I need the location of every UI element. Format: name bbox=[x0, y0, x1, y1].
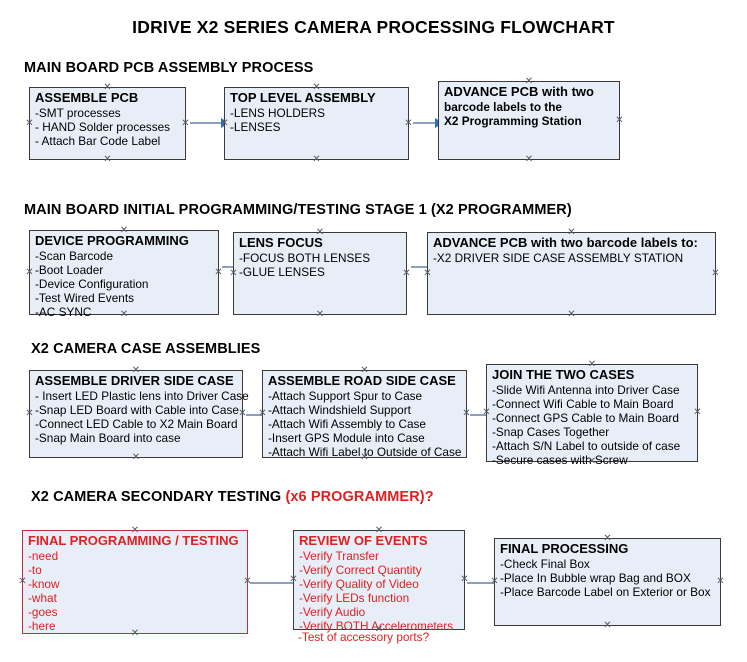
node-title: JOIN THE TWO CASES bbox=[492, 367, 635, 382]
node-line: -X2 DRIVER SIDE CASE ASSEMBLY STATION bbox=[433, 250, 684, 265]
node-top-level-assembly[interactable]: TOP LEVEL ASSEMBLY -LENS HOLDERS -LENSES… bbox=[220, 83, 412, 165]
node-line: -SMT processes bbox=[35, 105, 121, 120]
node-line: X2 Programming Station bbox=[444, 113, 582, 128]
node-title: TOP LEVEL ASSEMBLY bbox=[230, 90, 376, 105]
node-line: -Connect LED Cable to X2 Main Board bbox=[35, 416, 238, 431]
node-line: -need bbox=[28, 548, 59, 563]
resize-handle-left[interactable]: ✕ bbox=[25, 266, 34, 278]
node-line: -know bbox=[28, 576, 60, 591]
node-line: -Attach Wifi Label to Outside of Case bbox=[268, 444, 462, 459]
node-title: FINAL PROGRAMMING / TESTING bbox=[28, 533, 239, 548]
node-line: -Insert GPS Module into Case bbox=[268, 430, 425, 445]
node-title: ASSEMBLE DRIVER SIDE CASE bbox=[35, 373, 234, 388]
node-line: -FOCUS BOTH LENSES bbox=[239, 250, 371, 265]
resize-handle-left[interactable]: ✕ bbox=[229, 267, 238, 279]
node-line: -AC SYNC bbox=[35, 304, 92, 319]
node-final-processing[interactable]: FINAL PROCESSING -Check Final Box -Place… bbox=[490, 534, 724, 631]
node-line: -Verify Transfer bbox=[299, 548, 379, 563]
node-title: ASSEMBLE PCB bbox=[35, 90, 139, 105]
node-line: - HAND Solder processes bbox=[35, 119, 171, 134]
resize-handle-right[interactable]: ✕ bbox=[711, 267, 720, 279]
node-assemble-road-side-case[interactable]: ASSEMBLE ROAD SIDE CASE -Attach Support … bbox=[258, 366, 470, 463]
node-final-programming-testing[interactable]: FINAL PROGRAMMING / TESTING -need -to -k… bbox=[18, 526, 251, 639]
connector-assemble-pcb-to-top-level-assembly bbox=[190, 118, 229, 128]
node-line: -Device Configuration bbox=[35, 276, 149, 291]
resize-handle-left[interactable]: ✕ bbox=[25, 117, 34, 129]
resize-handle-left[interactable]: ✕ bbox=[25, 408, 34, 419]
node-line: -Connect Wifi Cable to Main Board bbox=[492, 396, 674, 411]
node-line: -Attach Support Spur to Case bbox=[268, 388, 423, 403]
section-heading-x2-camera-secondary-testing: X2 CAMERA SECONDARY TESTING (x6 PROGRAMM… bbox=[31, 489, 434, 505]
node-line: -Boot Loader bbox=[35, 262, 104, 277]
page-title: IDRIVE X2 SERIES CAMERA PROCESSING FLOWC… bbox=[132, 17, 615, 37]
node-line: -Secure cases with Screw bbox=[492, 452, 628, 467]
section-heading-note: (x6 PROGRAMMER)? bbox=[285, 489, 434, 505]
node-advance-pcb-to-driver-side-case[interactable]: ADVANCE PCB with two barcode labels to: … bbox=[423, 228, 719, 320]
resize-handle-bottom[interactable]: ✕ bbox=[103, 154, 112, 165]
node-line: -Attach Wifi Assembly to Case bbox=[268, 416, 426, 431]
resize-handle-left[interactable]: ✕ bbox=[423, 267, 432, 279]
node-line: -Scan Barcode bbox=[35, 248, 114, 263]
node-lens-focus[interactable]: LENS FOCUS -FOCUS BOTH LENSES -GLUE LENS… bbox=[229, 228, 410, 320]
node-line: -Place Barcode Label on Exterior or Box bbox=[500, 584, 711, 599]
node-device-programming[interactable]: DEVICE PROGRAMMING -Scan Barcode -Boot L… bbox=[25, 226, 222, 320]
node-line: -Verify Quality of Video bbox=[299, 576, 419, 591]
node-line: -Snap Main Board into case bbox=[35, 430, 181, 445]
node-advance-pcb-to-programming-station[interactable]: ADVANCE PCB with two barcode labels to t… bbox=[438, 77, 624, 165]
node-line: -Verify LEDs function bbox=[299, 590, 410, 605]
node-line: -Attach S/N Label to outside of case bbox=[492, 438, 681, 453]
node-title: ADVANCE PCB with two barcode labels to: bbox=[433, 235, 698, 250]
node-line: -Verify Audio bbox=[299, 604, 366, 619]
node-line: -Slide Wifi Antenna into Driver Case bbox=[492, 382, 680, 397]
node-assemble-driver-side-case[interactable]: ASSEMBLE DRIVER SIDE CASE - Insert LED P… bbox=[25, 366, 249, 463]
node-line: -goes bbox=[28, 604, 58, 619]
resize-handle-bottom[interactable]: ✕ bbox=[524, 154, 534, 165]
node-line: -Verify BOTH Accelerometers bbox=[299, 618, 454, 633]
node-title: ADVANCE PCB with two bbox=[444, 84, 594, 99]
node-line: - Attach Bar Code Label bbox=[35, 133, 161, 148]
node-title: ASSEMBLE ROAD SIDE CASE bbox=[268, 373, 456, 388]
connector-top-level-assembly-to-advance-pcb bbox=[413, 118, 443, 128]
node-line: -LENSES bbox=[230, 119, 281, 134]
node-review-of-events[interactable]: REVIEW OF EVENTS -Verify Transfer -Verif… bbox=[289, 526, 468, 635]
node-line: -Attach Windshield Support bbox=[268, 402, 411, 417]
node-assemble-pcb[interactable]: ASSEMBLE PCB -SMT processes - HAND Solde… bbox=[25, 83, 189, 165]
node-title: DEVICE PROGRAMMING bbox=[35, 233, 189, 248]
section-heading-x2-camera-case-assemblies: X2 CAMERA CASE ASSEMBLIES bbox=[31, 341, 261, 357]
resize-handle-bottom[interactable]: ✕ bbox=[603, 620, 612, 631]
node-line: -what bbox=[28, 590, 57, 605]
node-title: REVIEW OF EVENTS bbox=[299, 533, 428, 548]
node-line: -Test Wired Events bbox=[35, 290, 134, 305]
resize-handle-left[interactable]: ✕ bbox=[18, 576, 27, 587]
node-line: -LENS HOLDERS bbox=[230, 105, 326, 120]
resize-handle-bottom[interactable]: ✕ bbox=[315, 309, 325, 320]
connector-final-programming-to-review-of-events bbox=[250, 578, 303, 588]
node-line: -Check Final Box bbox=[500, 556, 590, 571]
section-heading-main-board-pcb-assembly: MAIN BOARD PCB ASSEMBLY PROCESS bbox=[24, 60, 314, 76]
resize-handle-bottom[interactable]: ✕ bbox=[131, 452, 141, 463]
node-line-overflow: -Test of accessory ports? bbox=[298, 630, 430, 644]
node-line: -Connect GPS Cable to Main Board bbox=[492, 410, 679, 425]
node-line: -Snap Cases Together bbox=[492, 424, 610, 439]
node-line: -Snap LED Board with Cable into Case bbox=[35, 402, 239, 417]
node-line: -Verify Correct Quantity bbox=[299, 562, 422, 577]
node-line: -GLUE LENSES bbox=[239, 264, 325, 279]
node-title: FINAL PROCESSING bbox=[500, 541, 629, 556]
node-title: LENS FOCUS bbox=[239, 235, 323, 250]
section-heading-text: X2 CAMERA SECONDARY TESTING bbox=[31, 489, 286, 505]
resize-handle-bottom[interactable]: ✕ bbox=[567, 309, 576, 320]
node-line: - Insert LED Plastic lens into Driver Ca… bbox=[35, 388, 249, 403]
node-line: barcode labels to the bbox=[444, 99, 562, 114]
node-line: -here bbox=[28, 618, 56, 633]
section-heading-main-board-initial-programming: MAIN BOARD INITIAL PROGRAMMING/TESTING S… bbox=[24, 202, 572, 218]
node-join-the-two-cases[interactable]: JOIN THE TWO CASES -Slide Wifi Antenna i… bbox=[482, 360, 701, 467]
resize-handle-bottom[interactable]: ✕ bbox=[312, 154, 321, 165]
node-line: -Place In Bubble wrap Bag and BOX bbox=[500, 570, 691, 585]
node-line: -to bbox=[28, 562, 42, 577]
